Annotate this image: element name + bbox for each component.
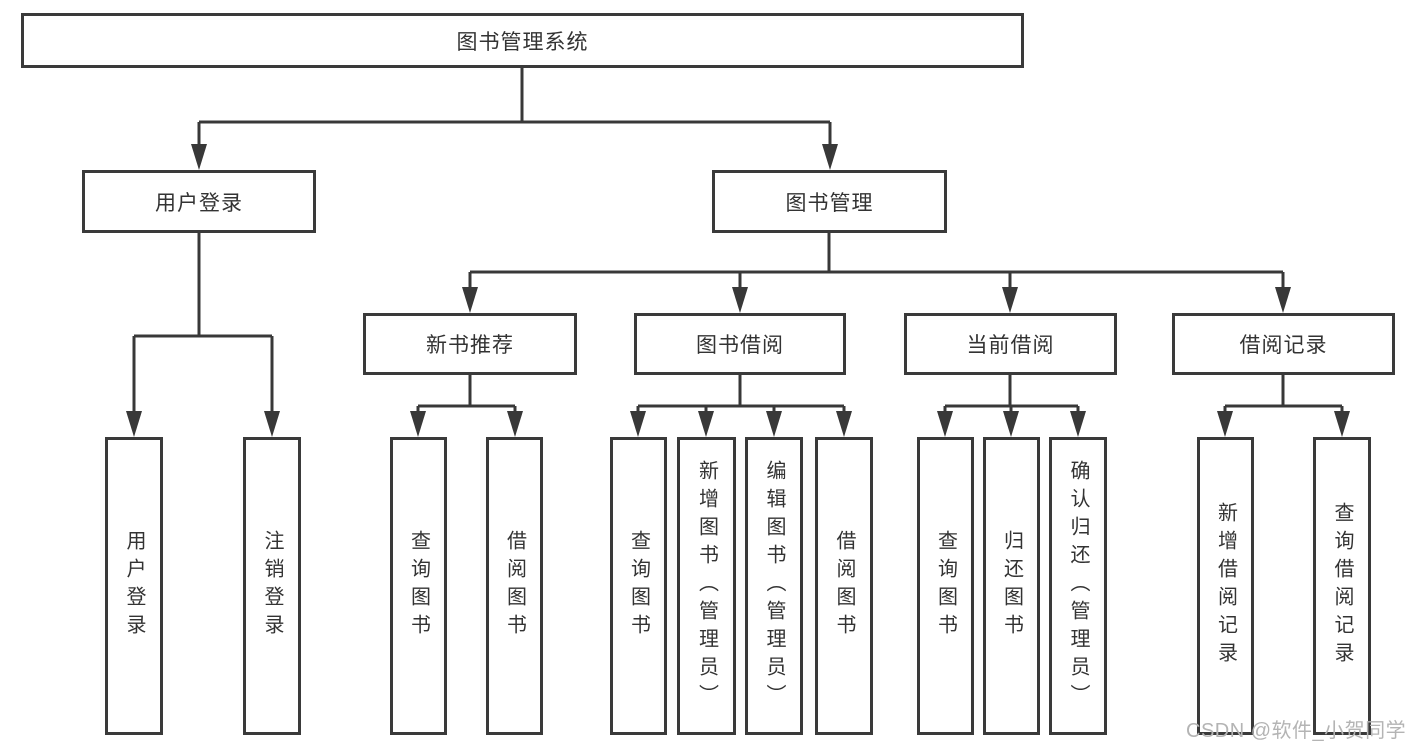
arrowhead	[732, 287, 748, 313]
node-current-borrow: 当前借阅	[904, 313, 1117, 375]
leaf-edit-book-label: 编辑图书（管理员）	[763, 460, 785, 712]
leaf-add-book: 新增图书（管理员）	[677, 437, 736, 735]
leaf-borrow-book-label: 借阅图书	[833, 530, 855, 642]
leaf-query-book-borrow: 查询图书	[610, 437, 667, 735]
arrowhead	[766, 411, 782, 437]
leaf-query-book-current: 查询图书	[917, 437, 974, 735]
node-root-label: 图书管理系统	[456, 30, 589, 54]
leaf-edit-book: 编辑图书（管理员）	[745, 437, 803, 735]
arrowhead	[462, 287, 478, 313]
arrowhead	[410, 411, 426, 437]
edge-new-book-recommend-children	[410, 375, 523, 437]
leaf-borrow-book: 借阅图书	[815, 437, 873, 735]
leaf-logout: 注销登录	[243, 437, 301, 735]
leaf-return-book: 归还图书	[983, 437, 1040, 735]
edge-user-login-children	[126, 233, 280, 437]
edge-book-borrow-children	[630, 375, 852, 437]
node-user-login-label: 用户登录	[155, 191, 243, 215]
leaf-add-book-label: 新增图书（管理员）	[695, 460, 718, 712]
arrowhead	[1070, 411, 1086, 437]
leaf-return-book-label: 归还图书	[1000, 530, 1023, 642]
leaf-user-login: 用户登录	[105, 437, 163, 735]
node-new-book-recommend-label: 新书推荐	[426, 334, 514, 357]
leaf-borrow-book-recommend: 借阅图书	[486, 437, 543, 735]
leaf-logout-label: 注销登录	[261, 530, 283, 642]
node-book-borrow: 图书借阅	[634, 313, 846, 375]
node-new-book-recommend: 新书推荐	[363, 313, 577, 375]
leaf-add-borrow-record: 新增借阅记录	[1197, 437, 1254, 735]
node-root: 图书管理系统	[21, 13, 1024, 68]
arrowhead	[836, 411, 852, 437]
arrowhead	[1002, 287, 1018, 313]
arrowhead	[1275, 287, 1291, 313]
arrowhead	[191, 144, 207, 170]
edge-current-borrow-children	[937, 375, 1086, 437]
arrowhead	[630, 411, 646, 437]
leaf-query-book-recommend-label: 查询图书	[407, 530, 430, 642]
arrowhead	[507, 411, 523, 437]
leaf-query-book-recommend: 查询图书	[390, 437, 447, 735]
arrowhead	[1003, 411, 1019, 437]
arrowhead	[698, 411, 714, 437]
leaf-query-book-current-label: 查询图书	[934, 530, 957, 642]
node-current-borrow-label: 当前借阅	[966, 334, 1055, 357]
arrowhead	[1217, 411, 1233, 437]
node-book-management-label: 图书管理	[785, 191, 874, 215]
node-book-management: 图书管理	[712, 170, 947, 233]
edge-borrow-records-children	[1217, 375, 1350, 437]
leaf-query-book-borrow-label: 查询图书	[627, 530, 650, 642]
node-borrow-records: 借阅记录	[1172, 313, 1395, 375]
leaf-borrow-book-recommend-label: 借阅图书	[503, 530, 526, 642]
leaf-query-borrow-record: 查询借阅记录	[1313, 437, 1371, 735]
edge-book-management-children	[462, 233, 1291, 313]
leaf-confirm-return-label: 确认归还（管理员）	[1067, 460, 1089, 712]
arrowhead	[1334, 411, 1350, 437]
leaf-add-borrow-record-label: 新增借阅记录	[1214, 502, 1237, 670]
arrowhead	[126, 411, 142, 437]
leaf-user-login-label: 用户登录	[123, 530, 145, 642]
node-borrow-records-label: 借阅记录	[1239, 334, 1328, 357]
csdn-watermark: CSDN @软件_小贺同学	[1186, 720, 1405, 742]
node-user-login: 用户登录	[82, 170, 316, 233]
leaf-confirm-return: 确认归还（管理员）	[1049, 437, 1107, 735]
arrowhead	[937, 411, 953, 437]
arrowhead	[822, 144, 838, 170]
node-book-borrow-label: 图书借阅	[696, 334, 784, 357]
leaf-query-borrow-record-label: 查询借阅记录	[1331, 502, 1353, 670]
edge-root-to-level2	[191, 68, 838, 170]
arrowhead	[264, 411, 280, 437]
